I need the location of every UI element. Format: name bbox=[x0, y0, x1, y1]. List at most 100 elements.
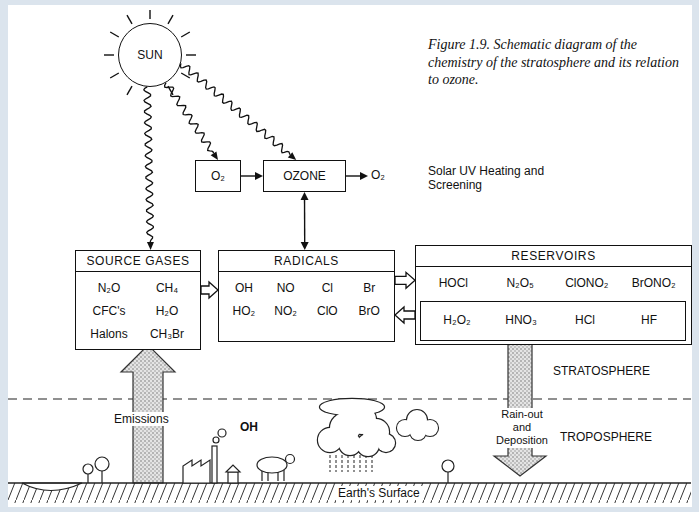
cloud-fill bbox=[397, 410, 438, 440]
species-name: NO₂ bbox=[274, 304, 297, 318]
sun-ray bbox=[186, 54, 196, 55]
hollow-arrow bbox=[395, 307, 415, 323]
box-heading: RADICALS bbox=[219, 251, 394, 272]
hollow-arrow bbox=[201, 282, 218, 298]
rain-line bbox=[348, 455, 349, 472]
arrow-head bbox=[211, 151, 218, 160]
rain-line bbox=[360, 455, 361, 472]
chimney bbox=[212, 446, 217, 483]
cloud-puff bbox=[410, 424, 426, 440]
species-name: N₂O₅ bbox=[506, 276, 534, 290]
surface-label: Earth's Surface bbox=[336, 486, 422, 500]
layer-label: STRATOSPHERE bbox=[553, 364, 650, 378]
flux-label: Emissions bbox=[112, 412, 171, 426]
species-name: OH bbox=[235, 281, 253, 295]
cloud-outline bbox=[318, 399, 395, 456]
sun-rays bbox=[104, 10, 196, 95]
sun-ray bbox=[127, 15, 132, 24]
hollow-arrow bbox=[395, 272, 415, 288]
species-name: NO bbox=[277, 281, 295, 295]
box-heading: RESERVOIRS bbox=[416, 246, 691, 267]
species-name: ClO bbox=[317, 304, 338, 318]
ground-hatch bbox=[8, 483, 691, 503]
rain-line bbox=[366, 455, 367, 472]
layer-label: TROPOSPHERE bbox=[560, 430, 652, 444]
species-name: H₂O₂ bbox=[443, 313, 470, 327]
flow-arrow bbox=[241, 172, 263, 180]
box-text: O₂ bbox=[211, 169, 225, 183]
species-name: HCl bbox=[575, 313, 595, 327]
arrow-head bbox=[255, 172, 263, 180]
species-name: BrO bbox=[358, 304, 379, 318]
arrow-line bbox=[346, 175, 361, 176]
box-heading: SOURCE GASES bbox=[76, 251, 200, 272]
species-label: OH bbox=[240, 420, 258, 434]
molecule-box: O₂ bbox=[195, 160, 241, 192]
rain bbox=[330, 455, 372, 472]
arrow-head bbox=[288, 152, 296, 160]
species-name: CH₄ bbox=[156, 281, 178, 295]
sun-ray bbox=[104, 54, 114, 55]
wavy-line bbox=[180, 63, 290, 155]
species-name: HNO₃ bbox=[505, 313, 537, 327]
species-name: CFC's bbox=[93, 304, 126, 318]
tree-crown bbox=[95, 457, 109, 471]
smoke bbox=[218, 429, 226, 437]
cloud-outline bbox=[397, 410, 438, 440]
species-grid: H₂O₂ HNO₃ HCl HF bbox=[421, 302, 685, 331]
factory-hall bbox=[183, 460, 210, 483]
ozone-box: OZONE bbox=[263, 160, 346, 192]
species-name: ClONO₂ bbox=[565, 276, 608, 290]
species-name: HOCl bbox=[439, 276, 468, 290]
flow-arrow bbox=[395, 307, 415, 323]
box-text: OZONE bbox=[283, 169, 326, 183]
radiation-arrow bbox=[165, 83, 218, 160]
sun-ray bbox=[168, 15, 173, 24]
cloud-puff bbox=[357, 434, 379, 456]
box-body: SUN bbox=[119, 24, 181, 86]
tree-trunk bbox=[87, 474, 88, 483]
flow-arrow bbox=[395, 272, 415, 288]
flow-arrow bbox=[301, 192, 309, 250]
arrow-head bbox=[147, 242, 154, 250]
rain-line bbox=[330, 455, 331, 472]
smoke bbox=[213, 437, 219, 443]
reservoir-inner-box: H₂O₂ HNO₃ HCl HF bbox=[420, 301, 686, 341]
factory bbox=[183, 429, 226, 483]
flux-label: Rain-out and Deposition bbox=[489, 408, 555, 448]
arrow-head bbox=[301, 192, 309, 200]
radiation-arrow bbox=[180, 63, 296, 160]
sun-ray bbox=[110, 32, 119, 37]
species-name: BrONO₂ bbox=[632, 276, 676, 290]
process-label: Solar UV Heating and Screening bbox=[428, 164, 550, 193]
arrow-line bbox=[241, 175, 256, 176]
species-grid: HOCl N₂O₅ ClONO₂ BrONO₂ bbox=[416, 267, 691, 294]
product-label: O₂ bbox=[371, 168, 385, 182]
wavy-line bbox=[144, 87, 154, 242]
box-heading-text: SOURCE GASES bbox=[86, 254, 189, 268]
sun-ray bbox=[127, 86, 132, 95]
house-wall bbox=[228, 472, 238, 483]
cow-body bbox=[257, 457, 287, 473]
box-heading-text: RESERVOIRS bbox=[511, 249, 595, 263]
rain-line bbox=[372, 455, 373, 472]
source-gases-box: SOURCE GASESN₂OCH₄CFC'sH₂OHalonsCH₃Br bbox=[75, 250, 201, 350]
rain-line bbox=[354, 455, 355, 472]
trees bbox=[83, 457, 454, 483]
sun-circle: SUN bbox=[118, 23, 182, 87]
species-name: HO₂ bbox=[233, 304, 256, 318]
tree-crown bbox=[442, 460, 454, 472]
box-body: OZONE bbox=[264, 161, 345, 191]
house bbox=[226, 465, 240, 483]
reservoirs-box: RESERVOIRS HOCl N₂O₅ ClONO₂ BrONO₂ H₂O₂ HNO₃ HC… bbox=[415, 245, 692, 345]
radicals-box: RADICALSOHNOClBrHO₂NO₂ClOBrO bbox=[218, 250, 395, 342]
sun-ray bbox=[149, 10, 150, 19]
box-body: O₂ bbox=[196, 161, 240, 191]
arrow-head bbox=[301, 242, 309, 250]
cloud-fill bbox=[318, 399, 395, 456]
species-grid: N₂OCH₄CFC'sH₂OHalonsCH₃Br bbox=[76, 272, 200, 345]
radiation-arrow bbox=[144, 87, 154, 250]
species-name: HF bbox=[641, 313, 657, 327]
species-name: Cl bbox=[322, 281, 333, 295]
pond bbox=[22, 483, 82, 491]
